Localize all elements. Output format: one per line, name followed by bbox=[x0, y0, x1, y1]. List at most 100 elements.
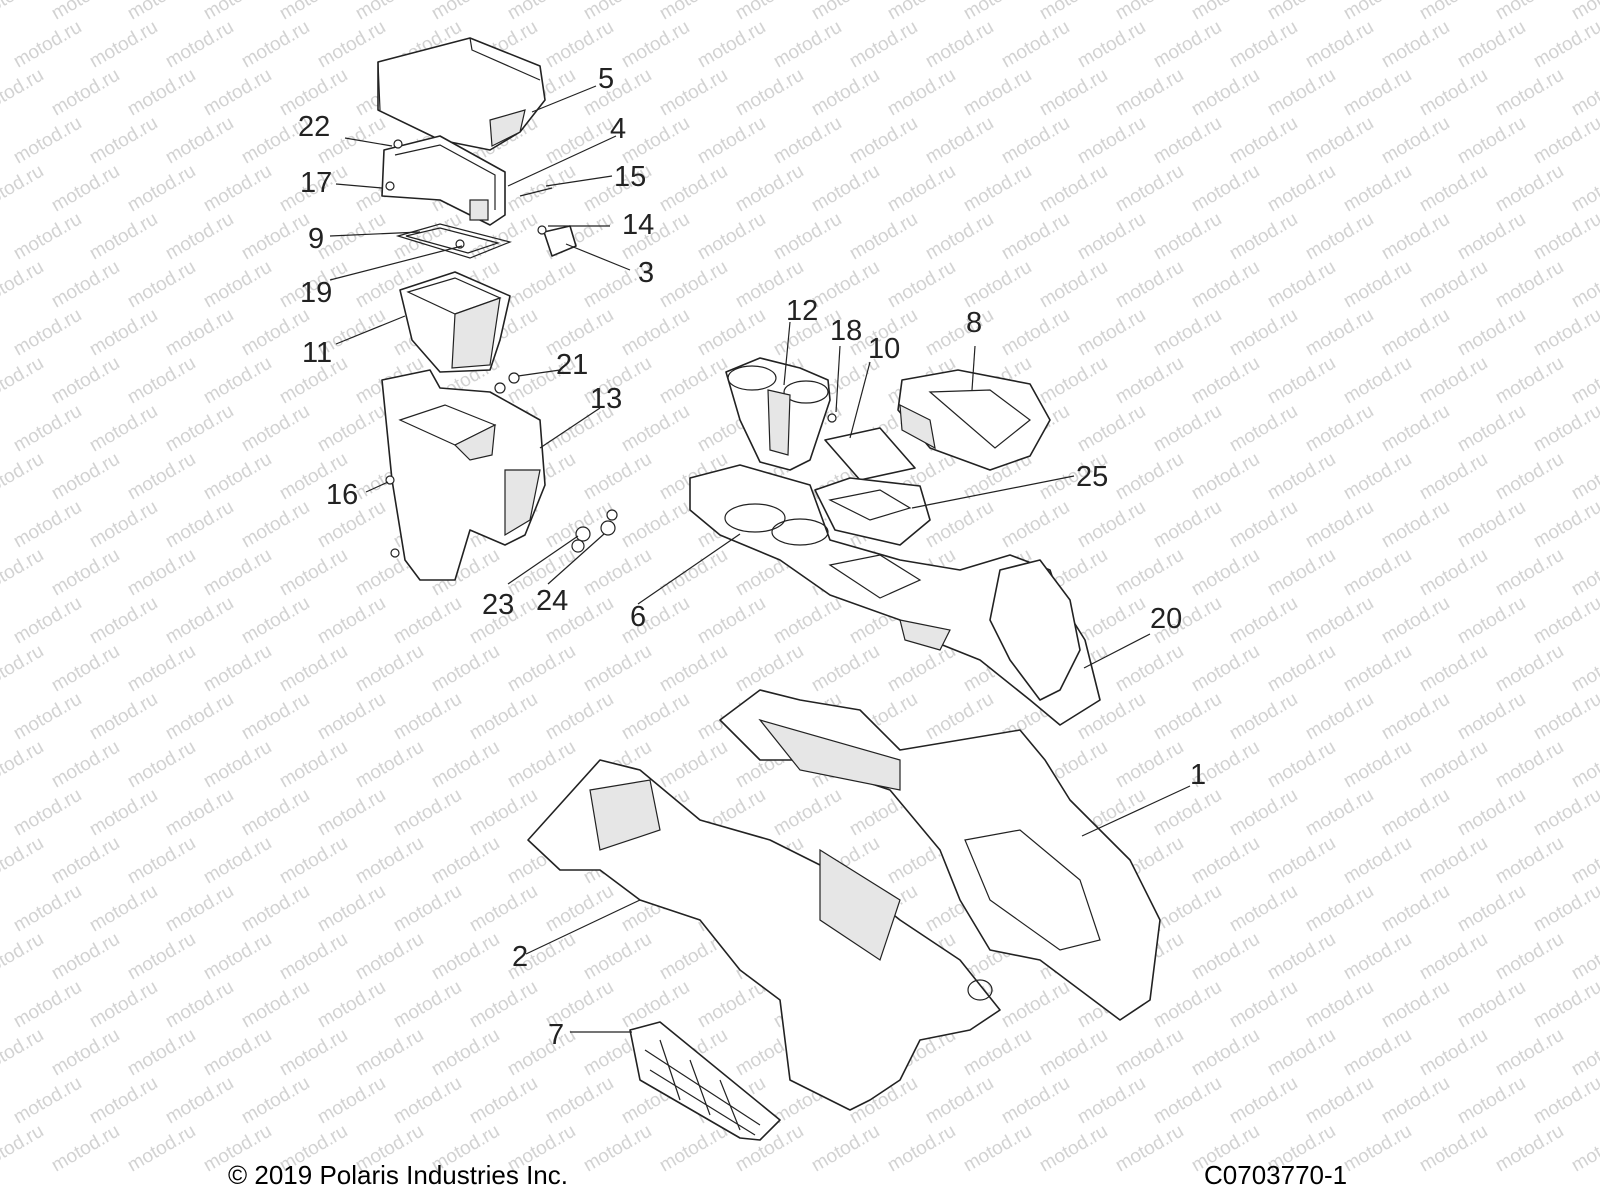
watermark-text: motod.ru bbox=[1264, 0, 1339, 24]
watermark-text: motod.ru bbox=[846, 209, 921, 265]
watermark-text: motod.ru bbox=[0, 257, 47, 313]
watermark-text: motod.ru bbox=[1530, 401, 1600, 457]
watermark-text: motod.ru bbox=[124, 833, 199, 889]
watermark-text: motod.ru bbox=[352, 833, 427, 889]
watermark-text: motod.ru bbox=[694, 305, 769, 361]
watermark-text: motod.ru bbox=[162, 593, 237, 649]
watermark-text: motod.ru bbox=[276, 1025, 351, 1081]
watermark-text: motod.ru bbox=[1568, 641, 1600, 697]
watermark-text: motod.ru bbox=[10, 113, 85, 169]
watermark-text: motod.ru bbox=[48, 737, 123, 793]
watermark-text: motod.ru bbox=[1036, 0, 1111, 24]
watermark-text: motod.ru bbox=[466, 977, 541, 1033]
watermark-text: motod.ru bbox=[1264, 833, 1339, 889]
watermark-text: motod.ru bbox=[1454, 497, 1529, 553]
watermark-text: motod.ru bbox=[10, 689, 85, 745]
watermark-text: motod.ru bbox=[504, 737, 579, 793]
watermark-text: motod.ru bbox=[86, 209, 161, 265]
watermark-text: motod.ru bbox=[998, 17, 1073, 73]
watermark-text: motod.ru bbox=[86, 305, 161, 361]
watermark-text: motod.ru bbox=[10, 785, 85, 841]
watermark-text: motod.ru bbox=[504, 0, 579, 24]
watermark-text: motod.ru bbox=[1416, 161, 1491, 217]
watermark-text: motod.ru bbox=[1188, 161, 1263, 217]
watermark-text: motod.ru bbox=[1302, 689, 1377, 745]
watermark-text: motod.ru bbox=[1112, 0, 1187, 24]
watermark-text: motod.ru bbox=[656, 1121, 731, 1177]
callout-16: 16 bbox=[326, 479, 358, 511]
watermark-text: motod.ru bbox=[732, 0, 807, 24]
watermark-text: motod.ru bbox=[656, 0, 731, 24]
watermark-text: motod.ru bbox=[1302, 593, 1377, 649]
watermark-text: motod.ru bbox=[0, 545, 47, 601]
watermark-text: motod.ru bbox=[48, 65, 123, 121]
watermark-text: motod.ru bbox=[1568, 353, 1600, 409]
watermark-text: motod.ru bbox=[1416, 257, 1491, 313]
watermark-text: motod.ru bbox=[1492, 353, 1567, 409]
watermark-text: motod.ru bbox=[1112, 641, 1187, 697]
watermark-text: motod.ru bbox=[1188, 353, 1263, 409]
watermark-text: motod.ru bbox=[922, 113, 997, 169]
watermark-text: motod.ru bbox=[124, 929, 199, 985]
watermark-text: motod.ru bbox=[1188, 449, 1263, 505]
watermark-text: motod.ru bbox=[1150, 881, 1225, 937]
watermark-text: motod.ru bbox=[960, 161, 1035, 217]
watermark-text: motod.ru bbox=[1150, 689, 1225, 745]
watermark-text: motod.ru bbox=[1226, 689, 1301, 745]
part-6-console-top bbox=[689, 464, 1101, 726]
watermark-text: motod.ru bbox=[1112, 257, 1187, 313]
watermark-text: motod.ru bbox=[656, 353, 731, 409]
watermark-text: motod.ru bbox=[124, 449, 199, 505]
watermark-text: motod.ru bbox=[428, 929, 503, 985]
watermark-text: motod.ru bbox=[1264, 737, 1339, 793]
watermark-text: motod.ru bbox=[466, 689, 541, 745]
part-bracket-right bbox=[989, 559, 1081, 701]
watermark-text: motod.ru bbox=[732, 161, 807, 217]
watermark-text: motod.ru bbox=[1302, 881, 1377, 937]
watermark-text: motod.ru bbox=[1074, 209, 1149, 265]
watermark-text: motod.ru bbox=[1492, 641, 1567, 697]
watermark-text: motod.ru bbox=[1188, 1025, 1263, 1081]
watermark-text: motod.ru bbox=[238, 593, 313, 649]
watermark-text: motod.ru bbox=[1530, 17, 1600, 73]
watermark-text: motod.ru bbox=[1264, 353, 1339, 409]
watermark-text: motod.ru bbox=[390, 1073, 465, 1129]
callout-17: 17 bbox=[300, 167, 332, 199]
watermark-text: motod.ru bbox=[1074, 497, 1149, 553]
watermark-text: motod.ru bbox=[1264, 449, 1339, 505]
watermark-text: motod.ru bbox=[1416, 737, 1491, 793]
watermark-text: motod.ru bbox=[1454, 401, 1529, 457]
watermark-text: motod.ru bbox=[808, 641, 883, 697]
callout-3: 3 bbox=[638, 257, 654, 289]
watermark-text: motod.ru bbox=[732, 641, 807, 697]
part-2-lower-panel bbox=[527, 759, 1001, 1111]
watermark-text: motod.ru bbox=[1416, 1121, 1491, 1177]
watermark-text: motod.ru bbox=[314, 1073, 389, 1129]
watermark-text: motod.ru bbox=[1226, 305, 1301, 361]
callout-6: 6 bbox=[630, 601, 646, 633]
watermark-text: motod.ru bbox=[0, 65, 47, 121]
watermark-text: motod.ru bbox=[276, 737, 351, 793]
watermark-text: motod.ru bbox=[1302, 113, 1377, 169]
watermark-text: motod.ru bbox=[1226, 785, 1301, 841]
watermark-text: motod.ru bbox=[1492, 65, 1567, 121]
watermark-text: motod.ru bbox=[390, 785, 465, 841]
watermark-text: motod.ru bbox=[1264, 257, 1339, 313]
watermark-text: motod.ru bbox=[352, 929, 427, 985]
watermark-text: motod.ru bbox=[124, 1025, 199, 1081]
callout-4: 4 bbox=[610, 113, 626, 145]
watermark-text: motod.ru bbox=[10, 881, 85, 937]
watermark-text: motod.ru bbox=[1150, 1073, 1225, 1129]
watermark-text: motod.ru bbox=[238, 689, 313, 745]
watermark-text: motod.ru bbox=[1568, 1121, 1600, 1177]
watermark-text: motod.ru bbox=[1378, 401, 1453, 457]
watermark-text: motod.ru bbox=[1150, 977, 1225, 1033]
watermark-text: motod.ru bbox=[10, 497, 85, 553]
watermark-text: motod.ru bbox=[124, 257, 199, 313]
watermark-text: motod.ru bbox=[580, 0, 655, 24]
watermark-text: motod.ru bbox=[1492, 929, 1567, 985]
watermark-text: motod.ru bbox=[618, 305, 693, 361]
watermark-text: motod.ru bbox=[1112, 1025, 1187, 1081]
watermark-text: motod.ru bbox=[1340, 353, 1415, 409]
part-4-lid-frame bbox=[381, 135, 506, 226]
